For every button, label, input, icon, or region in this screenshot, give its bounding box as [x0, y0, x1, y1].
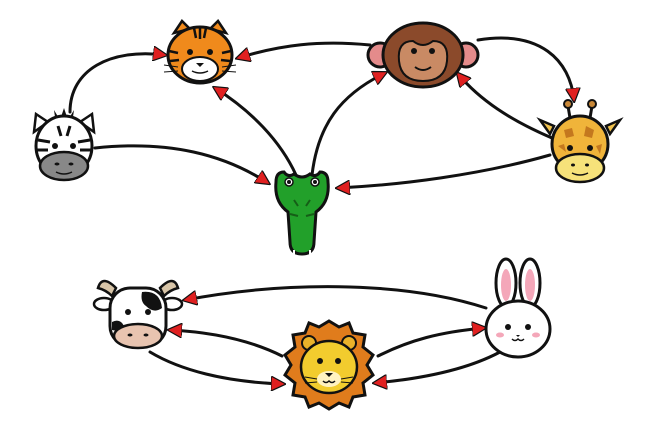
tiger-icon [163, 19, 237, 85]
edge-lion-to-cow [170, 330, 284, 358]
edge-zebra-to-crocodile [93, 144, 268, 183]
edge-zebra-to-tiger [68, 54, 165, 114]
edge-giraffe-to-crocodile [338, 153, 552, 188]
cow-icon [92, 279, 184, 350]
edges-top [68, 36, 574, 188]
giraffe-icon [536, 99, 624, 184]
edge-crocodile-to-monkey [310, 73, 385, 177]
edges-bottom [148, 285, 502, 384]
rabbit-icon [484, 257, 552, 359]
edge-rabbit-to-cow [185, 285, 488, 310]
lion-icon [283, 319, 375, 411]
edge-giraffe-to-monkey [458, 74, 554, 140]
edge-monkey-to-tiger [238, 41, 372, 58]
edge-monkey-to-giraffe [476, 36, 574, 100]
crocodile-icon [274, 170, 330, 256]
zebra-icon [32, 108, 96, 182]
monkey-icon [366, 21, 480, 89]
edge-lion-to-rabbit [376, 328, 484, 358]
edge-rabbit-to-lion [375, 350, 502, 383]
edge-cow-to-lion [148, 350, 283, 384]
edge-crocodile-to-tiger [215, 88, 298, 177]
